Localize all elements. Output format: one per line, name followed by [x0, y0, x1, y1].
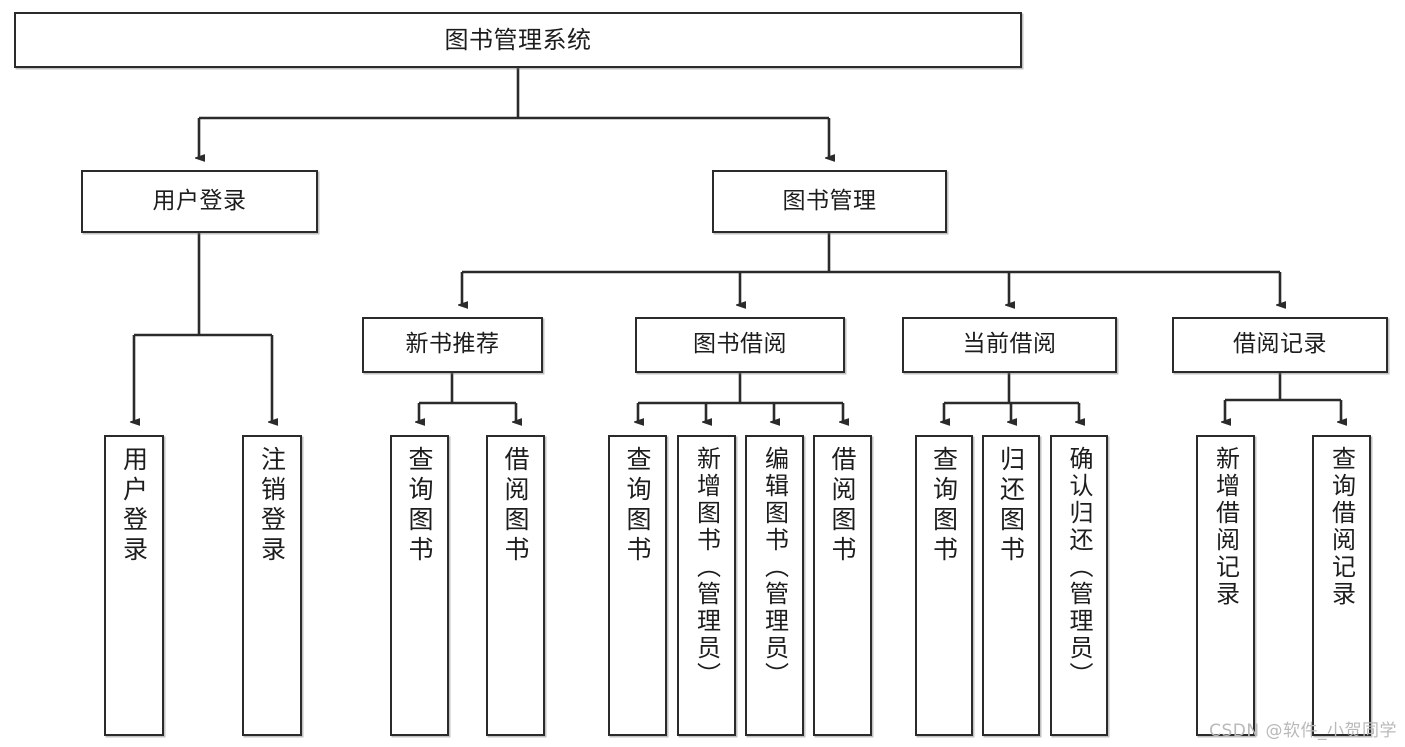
leaf-user-login-logout[interactable]: 注销登录 [242, 435, 302, 736]
node-label: 编辑图书（管理员） [760, 446, 789, 689]
node-label: 查询借阅记录 [1327, 446, 1356, 608]
node-borrow-record[interactable]: 借阅记录 [1172, 317, 1388, 373]
leaf-current-return-book[interactable]: 归还图书 [982, 435, 1040, 736]
node-user-login[interactable]: 用户登录 [81, 170, 318, 233]
node-label: 查询图书 [623, 446, 652, 566]
node-new-book-recommend[interactable]: 新书推荐 [362, 317, 543, 373]
node-label: 图书管理 [782, 187, 877, 214]
node-label: 图书借阅 [693, 331, 787, 358]
watermark: CSDN @软件_小贺同学 [1209, 721, 1397, 741]
leaf-record-query-record[interactable]: 查询借阅记录 [1312, 435, 1371, 736]
node-book-borrow[interactable]: 图书借阅 [635, 317, 845, 373]
node-root-system[interactable]: 图书管理系统 [14, 12, 1022, 68]
leaf-record-add-record[interactable]: 新增借阅记录 [1196, 435, 1255, 736]
node-label: 归还图书 [996, 446, 1026, 566]
node-label: 查询图书 [405, 446, 434, 566]
node-label: 新书推荐 [405, 331, 500, 358]
leaf-user-login-login[interactable]: 用户登录 [104, 435, 164, 736]
node-label: 当前借阅 [962, 331, 1057, 358]
node-label: 确认归还（管理员） [1065, 446, 1093, 689]
node-current-borrow[interactable]: 当前借阅 [902, 317, 1117, 373]
node-label: 查询图书 [929, 446, 959, 566]
node-label: 用户登录 [119, 446, 149, 566]
node-label: 借阅图书 [828, 446, 857, 566]
node-label: 借阅图书 [501, 446, 530, 566]
leaf-borrow-borrow-book[interactable]: 借阅图书 [813, 435, 872, 736]
leaf-borrow-edit-book-admin[interactable]: 编辑图书（管理员） [745, 435, 804, 736]
node-label: 新增借阅记录 [1211, 446, 1240, 608]
leaf-borrow-add-book-admin[interactable]: 新增图书（管理员） [677, 435, 736, 736]
node-book-management[interactable]: 图书管理 [712, 170, 947, 233]
leaf-borrow-query-book[interactable]: 查询图书 [608, 435, 667, 736]
node-label: 借阅记录 [1233, 331, 1327, 358]
node-label: 注销登录 [257, 446, 287, 566]
leaf-newbook-query-book[interactable]: 查询图书 [390, 435, 449, 736]
node-label: 新增图书（管理员） [692, 446, 721, 689]
node-label: 图书管理系统 [444, 25, 592, 54]
node-label: 用户登录 [152, 187, 247, 214]
leaf-current-query-book[interactable]: 查询图书 [915, 435, 973, 736]
leaf-current-confirm-return-admin[interactable]: 确认归还（管理员） [1050, 435, 1108, 736]
leaf-newbook-borrow-book[interactable]: 借阅图书 [486, 435, 545, 736]
